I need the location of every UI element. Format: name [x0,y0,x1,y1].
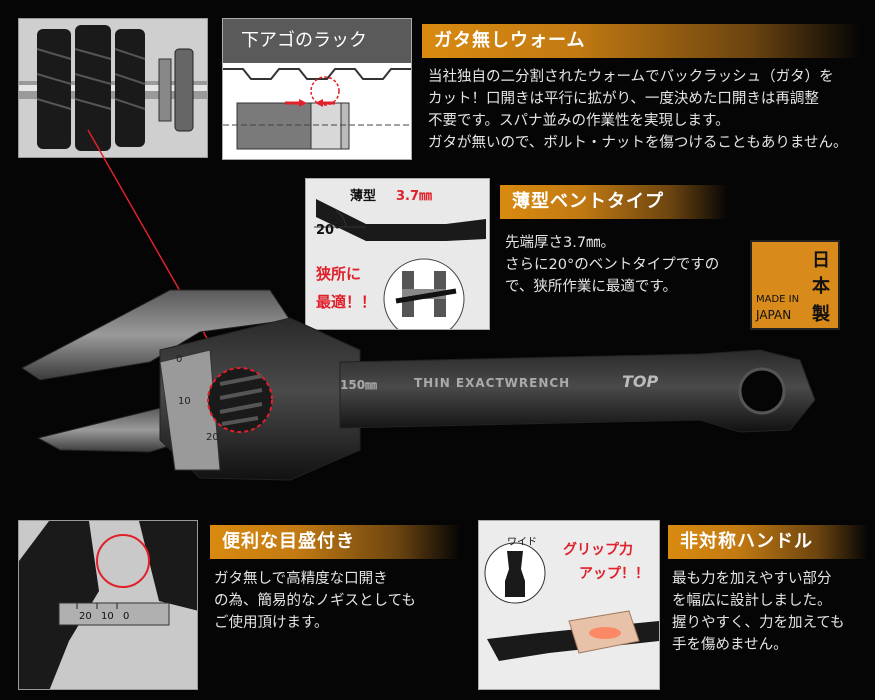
thin-label: 薄型 [350,189,377,204]
worm-line-2: カット！口開きは平行に拡がり、一度決めた口開きは再調整 [428,91,819,107]
handle-description: 最も力を加えやすい部分 を幅広に設計しました。 握りやすく、力を加えても 手を傷… [672,568,872,656]
worm-photo [18,18,208,158]
width-label: ワイド [507,537,537,548]
scale-line-3: ご使用頂けます。 [214,615,329,631]
handle-line-4: 手を傷めません。 [672,637,788,653]
vent-angle: 20° [316,223,341,238]
scale-photo: 20 10 0 [18,520,198,690]
grip-label-2: アップ！！ [579,566,649,582]
handle-line-3: 握りやすく、力を加えても [672,615,845,631]
wrench-scale-20: 20 [206,432,219,443]
scale-description: ガタ無しで高精度な口開き の為、簡易的なノギスとしても ご使用頂けます。 [214,568,454,634]
badge-kanji-1: 日 [812,250,830,271]
vent-line-1: 先端厚さ3.7㎜。 [505,235,616,251]
thickness-value: 3.7㎜ [396,189,433,204]
wrench-model-marking: THIN EXACTWRENCH [414,376,571,390]
vent-diagram: 薄型 3.7㎜ 20° 狭所に 最適！！ [305,178,490,330]
worm-line-3: 不要です。スパナ並みの作業性を実現します。 [428,113,730,129]
wrench-brand: TOP [622,372,659,391]
rack-diagram-label: 下アゴのラック [223,19,411,63]
wrench-scale-10: 10 [178,396,191,407]
badge-kanji-2: 本 [812,276,830,297]
scale-heading: 便利な目盛付き [210,525,460,559]
rack-diagram: 下アゴのラック [222,18,412,160]
narrow-label-2: 最適！！ [316,293,377,311]
scale-line-1: ガタ無しで高精度な口開き [214,571,388,587]
badge-japan: JAPAN [756,308,792,322]
worm-description: 当社独自の二分割されたウォームでバックラッシュ（ガタ）を カット！口開きは平行に… [428,66,868,154]
grip-photo: ワイド グリップ力 アップ！！ [478,520,660,690]
grip-label-1: グリップ力 [563,542,633,558]
badge-kanji-3: 製 [812,304,830,325]
narrow-label-1: 狭所に [316,265,362,283]
made-in-japan-badge: 日 本 製 MADE IN JAPAN [750,240,840,330]
worm-line-4: ガタが無いので、ボルト・ナットを傷つけることもありません。 [428,135,848,151]
vent-description: 先端厚さ3.7㎜。 さらに20°のベントタイプですの で、狭所作業に最適です。 [505,232,745,298]
scale-tick-20: 20 [79,611,92,622]
vent-line-2: さらに20°のベントタイプですの [505,257,720,273]
scale-line-2: の為、簡易的なノギスとしても [214,593,416,609]
wrench-scale-0: 0 [176,354,183,365]
handle-heading: 非対称ハンドル [668,525,868,559]
badge-made-in: MADE IN [756,294,800,305]
handle-line-2: を幅広に設計しました。 [672,593,832,609]
vent-line-3: で、狭所作業に最適です。 [505,279,677,295]
worm-heading: ガタ無しウォーム [422,24,860,58]
scale-tick-10: 10 [101,611,114,622]
wrench-size-marking: 150㎜ [340,378,378,392]
vent-heading: 薄型ベントタイプ [500,185,728,219]
scale-tick-0: 0 [123,611,130,622]
handle-line-1: 最も力を加えやすい部分 [672,571,832,587]
worm-line-1: 当社独自の二分割されたウォームでバックラッシュ（ガタ）を [428,69,834,85]
